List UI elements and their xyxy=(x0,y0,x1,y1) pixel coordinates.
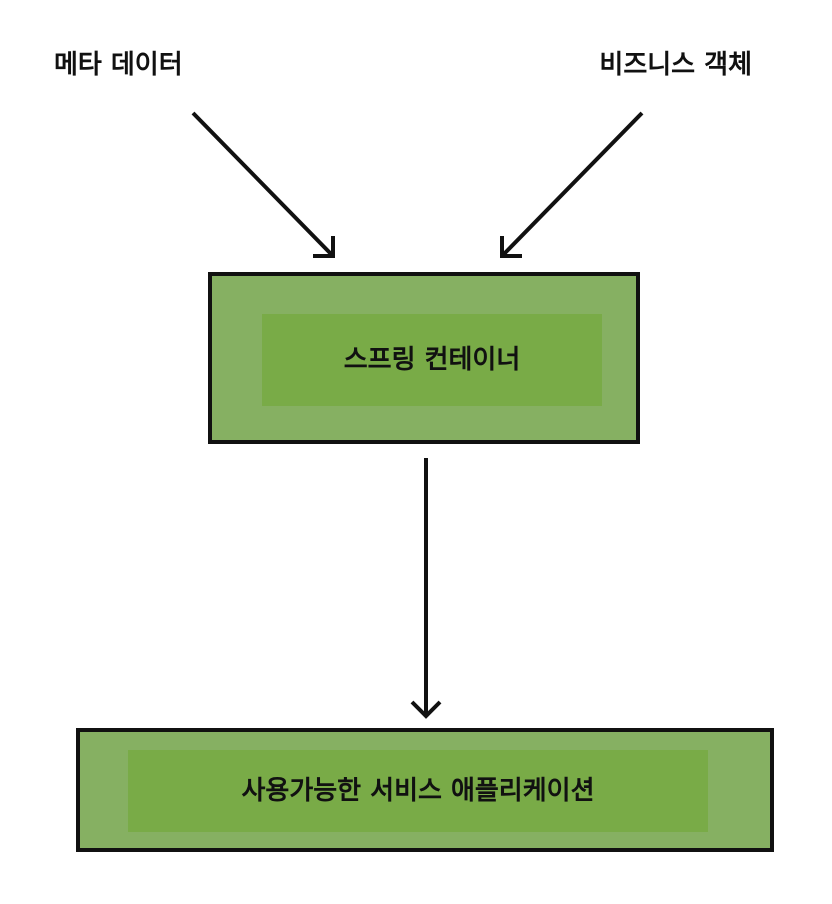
usable-service-app-box: 사용가능한 서비스 애플리케이션 xyxy=(76,728,774,852)
spring-container-inner: 스프링 컨테이너 xyxy=(262,314,602,406)
metadata-label: 메타 데이터 xyxy=(54,50,183,80)
spring-container-label: 스프링 컨테이너 xyxy=(343,345,521,375)
usable-service-app-inner: 사용가능한 서비스 애플리케이션 xyxy=(128,750,708,832)
spring-container-box: 스프링 컨테이너 xyxy=(208,272,640,444)
metadata-arrow xyxy=(191,111,335,258)
usable-service-app-label: 사용가능한 서비스 애플리케이션 xyxy=(241,776,595,806)
business-object-arrow xyxy=(500,111,644,258)
business-object-label: 비즈니스 객체 xyxy=(599,50,752,80)
container-to-service-arrow xyxy=(410,458,442,719)
